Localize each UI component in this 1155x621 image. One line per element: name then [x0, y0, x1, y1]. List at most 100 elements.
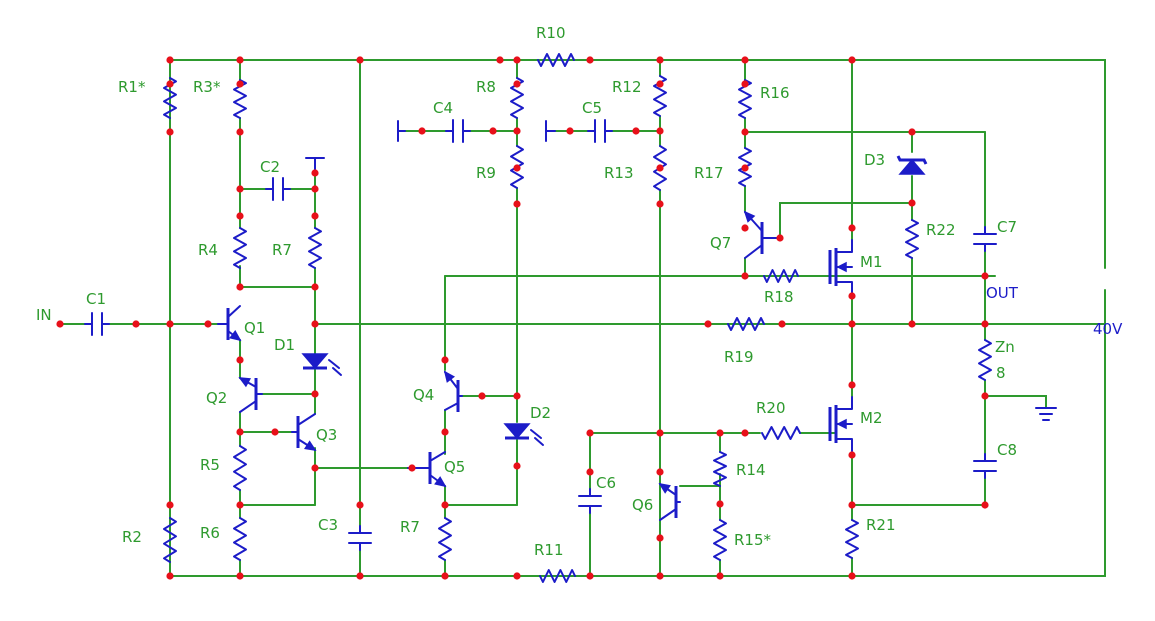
junction-dot-48 [441, 428, 449, 436]
resistor-r11 [539, 569, 576, 583]
wires [59, 59, 1106, 579]
junction-dot-2 [356, 56, 364, 64]
resistor-r3 [233, 79, 247, 119]
mosfet-m2 [828, 396, 853, 452]
label-r6: R6 [200, 524, 220, 542]
junction-dot-35 [236, 501, 244, 509]
label-q6: Q6 [632, 496, 653, 514]
junction-dot-46 [356, 501, 364, 509]
led-d2 [503, 423, 544, 446]
led-d1-ray-1 [328, 359, 340, 369]
label-r1: R1* [118, 78, 146, 96]
junction-dot-79 [776, 234, 784, 242]
capacitor-c6 [578, 488, 602, 514]
label-out: OUT [986, 284, 1019, 302]
transistor-q4-arrow [443, 370, 456, 383]
junction-dot-81 [908, 199, 916, 207]
capacitor-c5 [587, 119, 613, 143]
label-r11: R11 [534, 541, 564, 559]
junction-dot-34 [311, 464, 319, 472]
junction-dot-11 [236, 80, 244, 88]
junction-dot-38 [236, 572, 244, 580]
junction-dot-16 [236, 212, 244, 220]
junction-dot-42 [586, 572, 594, 580]
label-c5: C5 [582, 99, 602, 117]
junction-dot-20 [56, 320, 64, 328]
label-r9: R9 [476, 164, 496, 182]
junction-dot-13 [236, 185, 244, 193]
label-q5: Q5 [444, 458, 465, 476]
transistor-q3-arrow [304, 440, 317, 452]
transistor-q2 [238, 377, 263, 413]
label-r14: R14 [736, 461, 766, 479]
resistor-r18-zigzag [763, 269, 799, 283]
resistor-r2 [163, 517, 177, 563]
zener-d3-bar [896, 155, 928, 165]
transistor-q7-arrow [743, 210, 756, 223]
resistor-r14 [713, 451, 727, 487]
resistor-r19-zigzag [727, 317, 765, 331]
junction-dot-24 [311, 320, 319, 328]
transistor-q6-arrow [658, 482, 671, 494]
resistor-r7-bottom [438, 517, 452, 561]
junction-dot-88 [981, 392, 989, 400]
capacitor-c1 [84, 312, 110, 336]
resistor-r16-zigzag [738, 79, 752, 119]
resistor-r15 [713, 519, 727, 561]
load-zn [978, 339, 992, 381]
mosfet-m2-arrow [836, 418, 847, 430]
junction-dot-78 [741, 272, 749, 280]
label-m1: M1 [860, 253, 883, 271]
capacitor-c2 [265, 177, 291, 201]
junction-dot-58 [513, 164, 521, 172]
junction-dot-14 [311, 185, 319, 193]
junction-dot-19 [311, 283, 319, 291]
junction-dot-89 [981, 272, 989, 280]
led-d2-ray-1 [530, 429, 542, 439]
junction-dot-87 [981, 501, 989, 509]
wire-83 [984, 395, 1047, 409]
transistor-q1-arrow [229, 330, 242, 342]
wire-0 [169, 59, 1106, 269]
junction-dot-23 [204, 320, 212, 328]
junction-dot-83 [848, 292, 856, 300]
junction-dot-59 [513, 200, 521, 208]
capacitor-c4 [445, 119, 471, 143]
wire-1 [169, 289, 1106, 577]
resistor-r18 [763, 269, 799, 283]
resistor-r21-zigzag [845, 519, 859, 559]
resistor-r21 [845, 519, 859, 559]
label-in: IN [36, 306, 52, 324]
resistor-r4 [233, 227, 247, 269]
junction-dot-5 [586, 56, 594, 64]
resistor-r2-zigzag [163, 517, 177, 563]
junction-dot-80 [908, 128, 916, 136]
junction-dot-45 [848, 572, 856, 580]
junction-dot-30 [236, 356, 244, 364]
junction-dot-6 [656, 56, 664, 64]
transistor-q7-collector [744, 244, 763, 259]
junction-dot-31 [236, 428, 244, 436]
junction-dot-82 [848, 224, 856, 232]
resistor-r5 [233, 445, 247, 491]
label-r4: R4 [198, 241, 218, 259]
junction-dot-28 [908, 320, 916, 328]
junction-dot-54 [418, 127, 426, 135]
junction-dot-37 [166, 572, 174, 580]
label-r7-top: R7 [272, 241, 292, 259]
resistor-r6 [233, 517, 247, 561]
label-c1: C1 [86, 290, 106, 308]
label-q4: Q4 [413, 386, 434, 404]
junction-dot-18 [236, 283, 244, 291]
label-r19: R19 [724, 348, 754, 366]
led-d2-ray-2 [534, 437, 544, 446]
label-d3: D3 [864, 151, 885, 169]
junction-dot-29 [981, 320, 989, 328]
capacitor-c7 [973, 226, 997, 252]
label-d1: D1 [274, 336, 295, 354]
label-r3: R3* [193, 78, 221, 96]
resistor-r1-zigzag [163, 77, 177, 119]
junction-dot-71 [716, 500, 724, 508]
label-c8: C8 [997, 441, 1017, 459]
